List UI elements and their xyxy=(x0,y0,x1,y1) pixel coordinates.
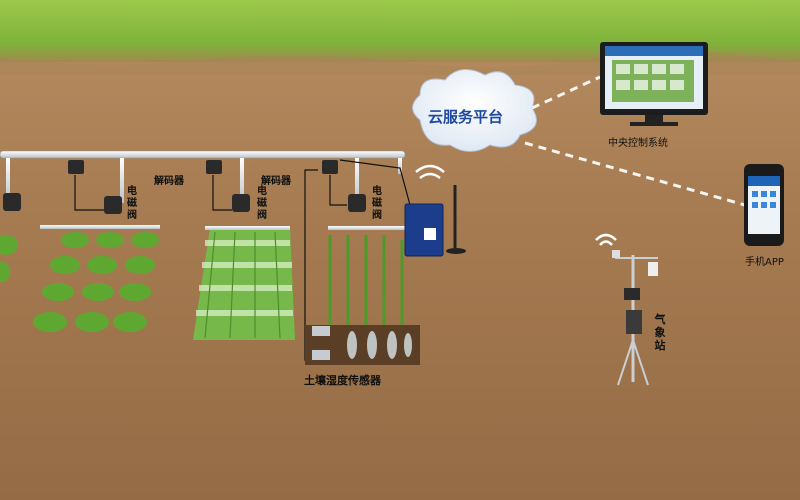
wireless-gateway xyxy=(404,164,466,257)
field-sprinkler-crops xyxy=(193,226,295,340)
valve-label-2: 电磁阀 xyxy=(257,186,267,221)
valve-devices xyxy=(3,193,366,214)
central-control-label: 中央控制系统 xyxy=(608,138,668,149)
decoder-label-2: 解码器 xyxy=(261,176,291,187)
phone xyxy=(744,164,784,246)
weather-station-label: 气象站 xyxy=(654,313,666,352)
field-corn-drip xyxy=(305,226,420,365)
decoder-devices xyxy=(68,160,338,174)
mobile-app-label: 手机APP xyxy=(745,257,784,268)
valve-label-1: 电磁阀 xyxy=(127,186,137,221)
monitor xyxy=(600,42,708,126)
decoder-label-1: 解码器 xyxy=(154,176,184,187)
valve-label-3: 电磁阀 xyxy=(372,186,382,221)
main-pipe xyxy=(0,150,406,203)
field-leafy-plants xyxy=(0,225,160,332)
soil-sensor-label: 土壤湿度传感器 xyxy=(304,374,381,387)
network-links xyxy=(524,75,746,207)
cloud-platform-label: 云服务平台 xyxy=(428,108,504,126)
cloud-shape xyxy=(412,69,537,152)
weather-station xyxy=(595,233,658,386)
